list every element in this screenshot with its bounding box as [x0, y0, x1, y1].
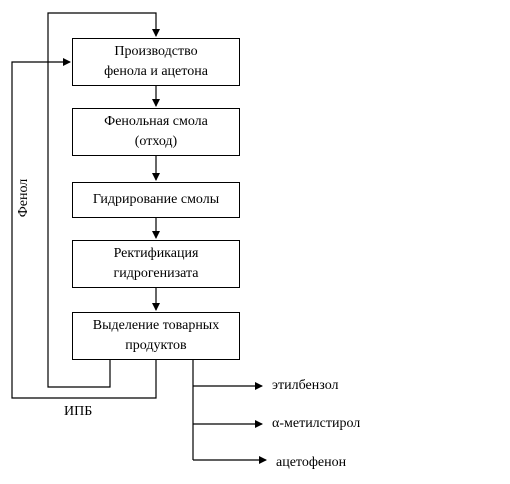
box-resin-hydrogenation: Гидрирование смолы	[72, 182, 240, 218]
label-ipb-stream: ИПБ	[64, 404, 93, 419]
ipb-recycle-line	[11, 58, 157, 399]
box-phenol-acetone-production: Производство фенола и ацетона	[72, 38, 240, 86]
label-product-alpha-methylstyrene: α-метилстирол	[272, 416, 361, 431]
label-product-ethylbenzene: этилбензол	[272, 378, 339, 393]
box-phenolic-resin-waste: Фенольная смола (отход)	[72, 108, 240, 156]
phenol-recycle-line	[47, 12, 160, 388]
box-hydrogenate-rectification: Ректификация гидрогенизата	[72, 240, 240, 288]
box-product-separation: Выделение товарных продуктов	[72, 312, 240, 360]
label-product-acetophenone: ацетофенон	[276, 455, 347, 470]
label-phenol-stream: Фенол	[16, 178, 31, 218]
